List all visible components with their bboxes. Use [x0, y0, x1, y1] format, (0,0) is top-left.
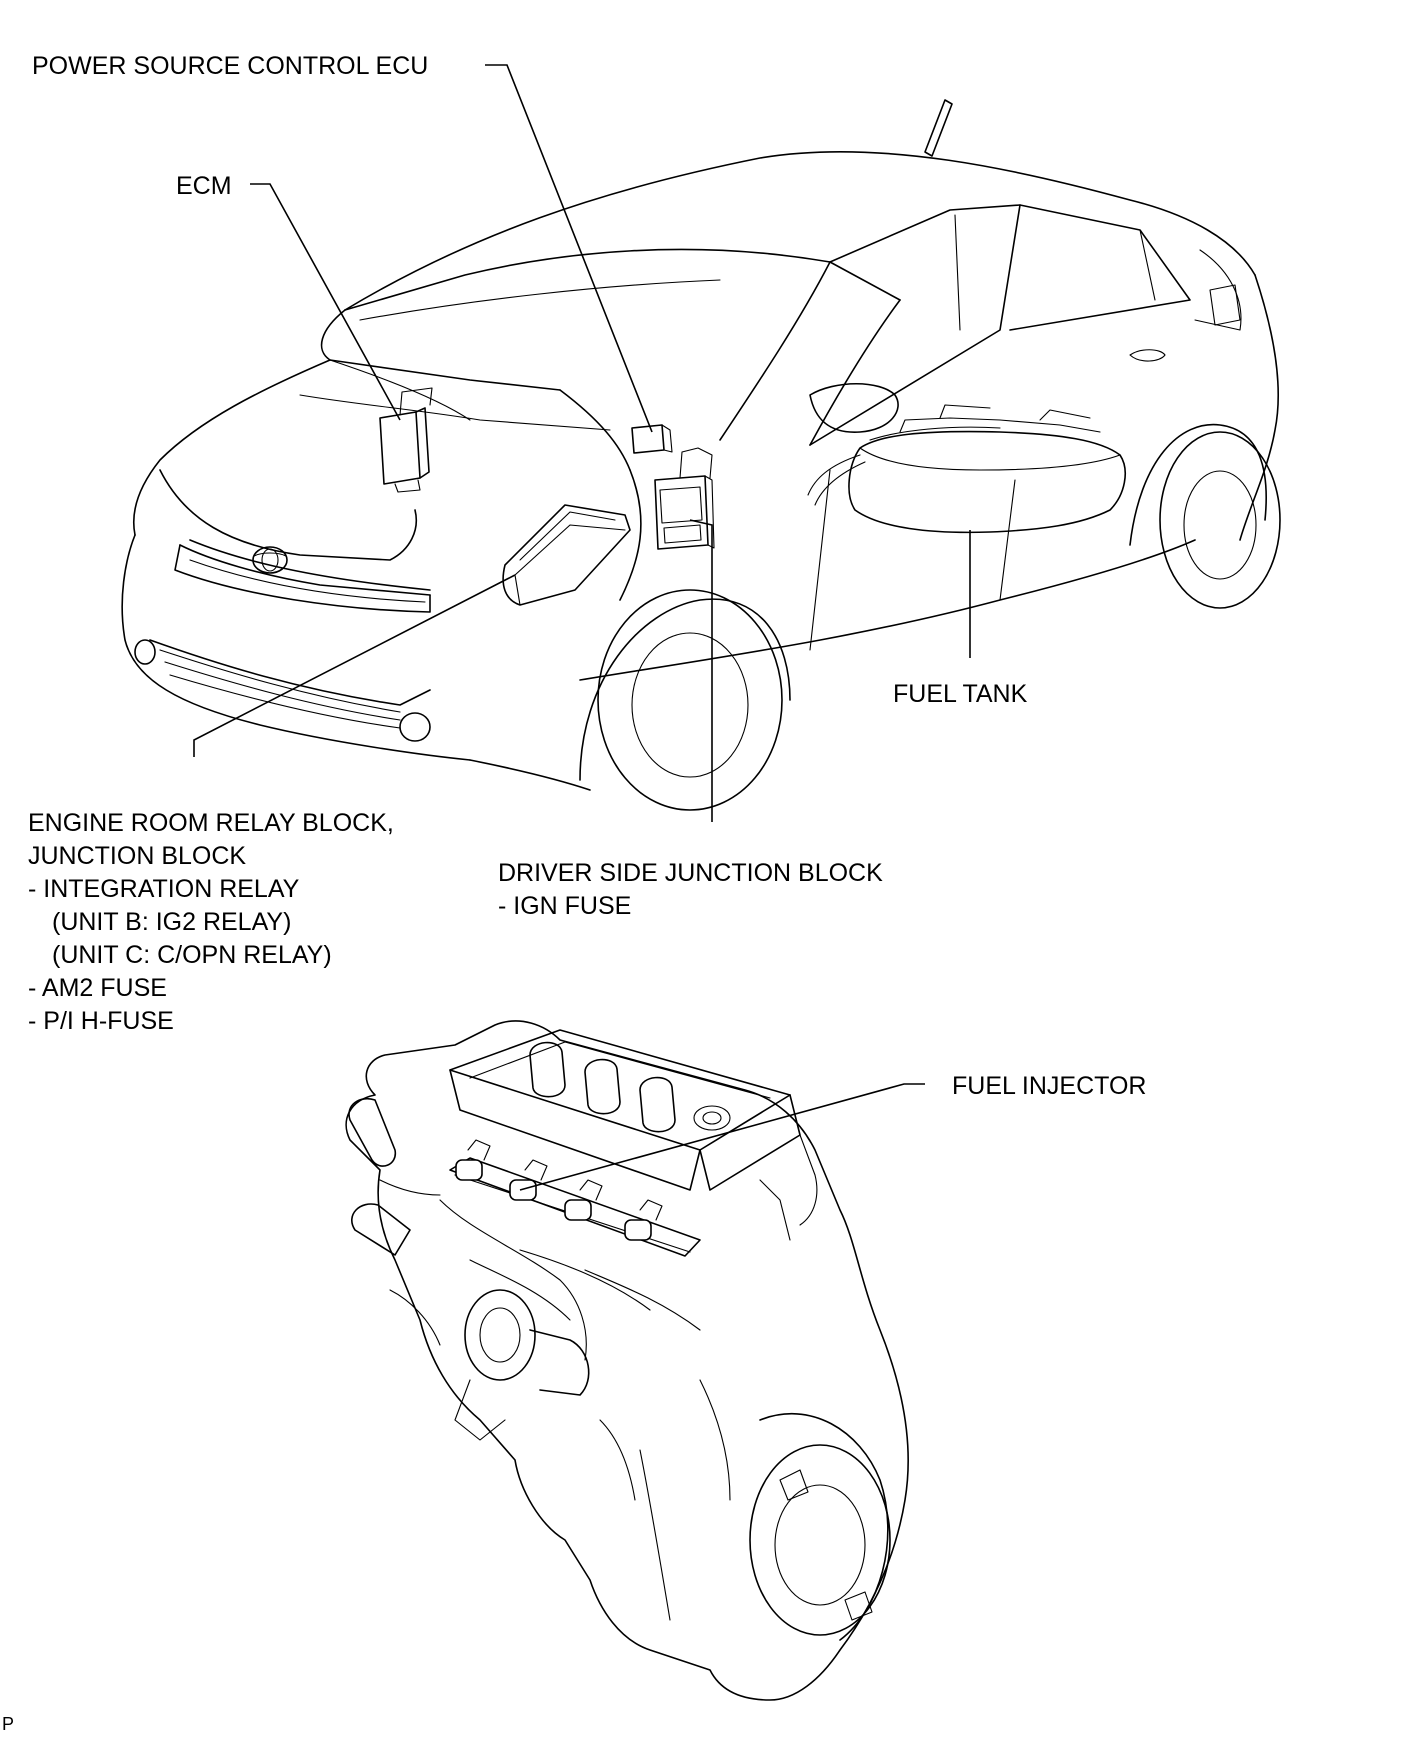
ignition-coils [529, 1041, 731, 1133]
label-ecm: ECM [176, 172, 232, 200]
car-illustration [121, 99, 1281, 811]
label-engine-room-line-5: (UNIT C: C/OPN RELAY) [52, 941, 332, 969]
corner-mark: P [2, 1714, 14, 1734]
label-engine-room-line-3: - INTEGRATION RELAY [28, 875, 300, 903]
label-driver-side-jb-line-1: DRIVER SIDE JUNCTION BLOCK [498, 859, 883, 887]
callout-labels: POWER SOURCE CONTROL ECU ECM FUEL TANK E… [2, 52, 1146, 1734]
leader-lines [193, 64, 971, 1191]
engine-illustration [345, 1020, 909, 1701]
label-engine-room-line-1: ENGINE ROOM RELAY BLOCK, [28, 809, 394, 837]
label-engine-room-line-2: JUNCTION BLOCK [28, 842, 246, 870]
label-engine-room-line-7: - P/I H-FUSE [28, 1007, 174, 1035]
label-fuel-tank: FUEL TANK [893, 680, 1028, 708]
label-power-source-control-ecu: POWER SOURCE CONTROL ECU [32, 52, 428, 80]
label-engine-room-line-6: - AM2 FUSE [28, 974, 167, 1002]
label-driver-side-jb-line-2: - IGN FUSE [498, 892, 631, 920]
label-fuel-injector: FUEL INJECTOR [952, 1072, 1146, 1100]
label-engine-room-line-4: (UNIT B: IG2 RELAY) [52, 908, 291, 936]
fuel-rail-injectors [449, 1139, 701, 1257]
